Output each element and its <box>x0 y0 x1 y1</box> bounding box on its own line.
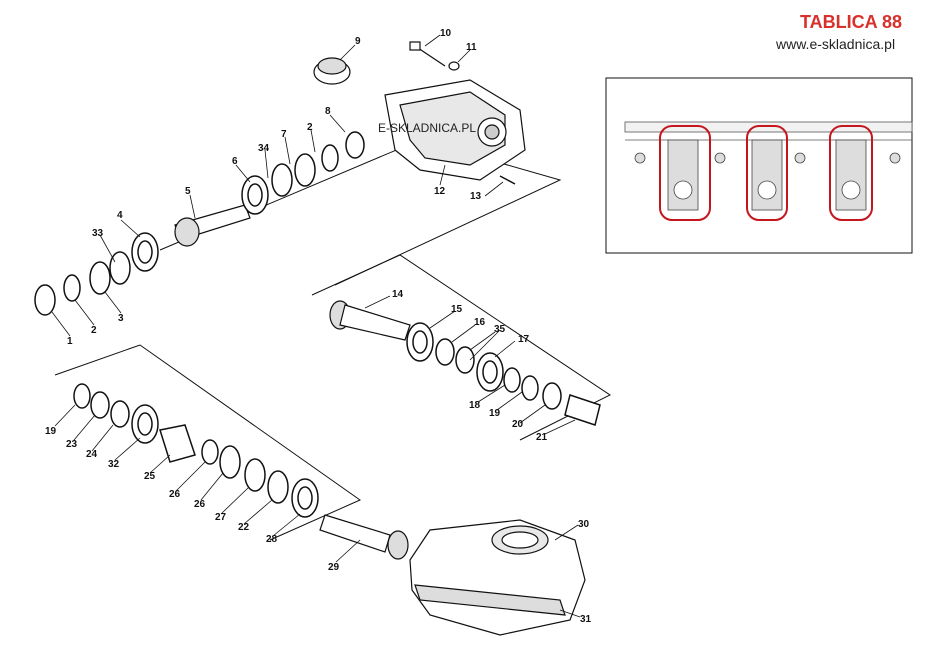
callout-27: 27 <box>215 512 227 523</box>
callout-10: 10 <box>440 28 452 39</box>
watermark-text: E-SKLADNICA.PL <box>378 121 476 135</box>
ring-parts-bottom <box>73 383 319 518</box>
ring-parts-middle <box>406 322 601 426</box>
callout-leaders <box>51 34 581 618</box>
highlight-gearbox-3 <box>829 125 873 221</box>
pin-part <box>499 175 516 185</box>
pinion-shaft-5 <box>174 204 251 247</box>
callout-20: 20 <box>512 419 524 430</box>
callout-8: 8 <box>325 106 331 117</box>
callout-29: 29 <box>328 562 340 573</box>
callout-12: 12 <box>434 186 446 197</box>
callout-31: 31 <box>580 614 592 625</box>
callout-13: 13 <box>470 191 482 202</box>
website-url: www.e-skladnica.pl <box>776 36 896 52</box>
callout-19a: 19 <box>489 408 501 419</box>
callout-11: 11 <box>466 42 477 53</box>
callout-14: 14 <box>392 289 404 300</box>
callout-17: 17 <box>518 334 530 345</box>
callout-23: 23 <box>66 439 78 450</box>
callout-26a: 26 <box>169 489 181 500</box>
highlight-gearbox-2 <box>746 125 788 221</box>
callout-2b: 2 <box>307 122 313 133</box>
group-outline-middle <box>311 254 611 441</box>
highlight-gearbox-1 <box>659 125 711 221</box>
callout-16: 16 <box>474 317 486 328</box>
callout-30: 30 <box>578 519 590 530</box>
callout-35: 35 <box>494 324 506 335</box>
callout-28: 28 <box>266 534 278 545</box>
upper-gearbox-housing <box>384 79 526 181</box>
callout-24: 24 <box>86 449 98 460</box>
pinion-shaft-14 <box>329 300 411 341</box>
callout-32: 32 <box>108 459 120 470</box>
bolt-part <box>409 41 460 71</box>
callout-7: 7 <box>281 129 287 140</box>
lower-gearbox-housing <box>409 519 586 636</box>
callout-9: 9 <box>355 36 361 47</box>
callout-15: 15 <box>451 304 463 315</box>
callout-25: 25 <box>144 471 156 482</box>
callout-19b: 19 <box>45 426 57 437</box>
output-shaft-29 <box>319 514 409 560</box>
group-outline-bottom <box>54 344 362 541</box>
callout-2: 2 <box>91 325 97 336</box>
callout-6: 6 <box>232 156 238 167</box>
callout-33: 33 <box>92 228 104 239</box>
callout-labels: 1 2 3 4 5 6 7 2 8 9 10 11 12 13 14 15 16… <box>45 28 592 625</box>
callout-5: 5 <box>185 186 191 197</box>
callout-18: 18 <box>469 400 481 411</box>
callout-26b: 26 <box>194 499 206 510</box>
cap-part <box>313 57 351 85</box>
callout-34: 34 <box>258 143 270 154</box>
callout-21: 21 <box>536 432 548 443</box>
location-inset <box>605 77 913 254</box>
page-title: TABLICA 88 <box>800 12 903 32</box>
callout-22: 22 <box>238 522 250 533</box>
ring-parts-top <box>34 131 365 316</box>
callout-1: 1 <box>67 336 73 347</box>
callout-3: 3 <box>118 313 124 324</box>
callout-4: 4 <box>117 210 123 221</box>
